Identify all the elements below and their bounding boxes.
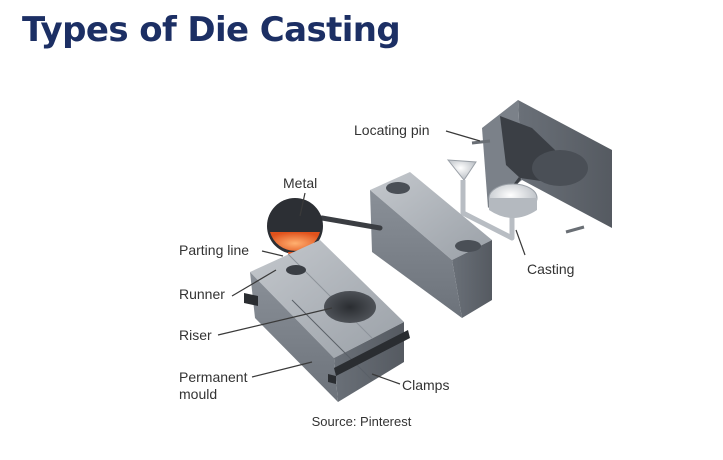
label-locating-pin: Locating pin [354, 122, 430, 138]
middle-die-block [370, 172, 492, 318]
right-die-half [482, 100, 612, 228]
label-metal: Metal [283, 175, 317, 191]
locating-pin [471, 139, 585, 234]
label-riser: Riser [179, 327, 212, 343]
riser-opening [324, 291, 376, 323]
label-clamps: Clamps [402, 377, 449, 393]
page-title: Types of Die Casting [22, 10, 401, 50]
label-runner: Runner [179, 286, 225, 302]
label-mould: mould [179, 386, 217, 402]
label-permanent: Permanent [179, 369, 248, 385]
casting-part [446, 159, 538, 241]
leader-lines [217, 130, 526, 385]
label-casting: Casting [527, 261, 574, 277]
source-caption: Source: Pinterest [311, 414, 412, 429]
clamp [244, 293, 410, 384]
label-parting-line: Parting line [179, 242, 249, 258]
